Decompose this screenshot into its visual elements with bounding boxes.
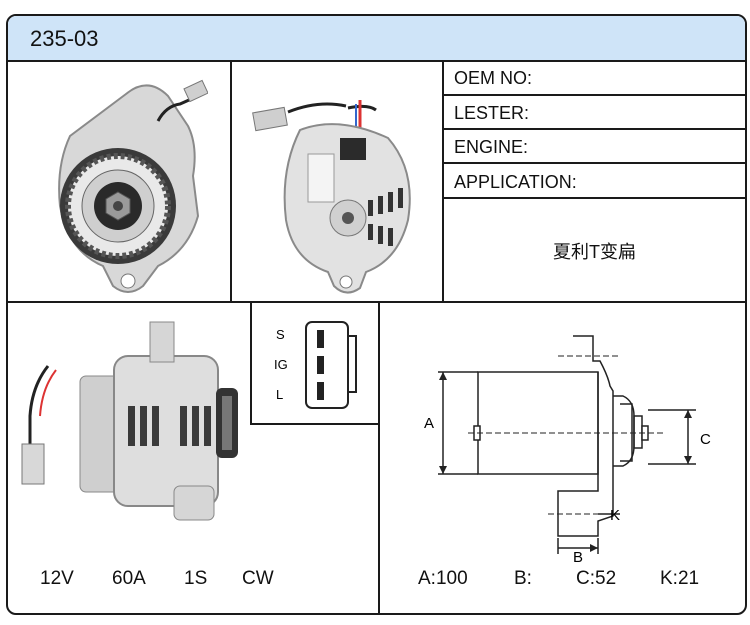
application-note: 夏利T变扁 <box>553 242 636 262</box>
pin-ig-label: IG <box>274 357 288 372</box>
engine-label: ENGINE: <box>454 137 529 157</box>
part-code: 235-03 <box>30 26 99 51</box>
divider-middle <box>8 301 745 303</box>
application-label: APPLICATION: <box>454 172 577 192</box>
alternator-rear-photo <box>252 100 411 294</box>
divider-top-right <box>442 60 444 303</box>
oem-no-label: OEM NO: <box>454 68 533 88</box>
pin-l-label: L <box>276 387 283 402</box>
spec-sheet: 235-03 OEM NO: LESTER: ENGINE: APPLICATI… <box>6 14 747 615</box>
voltage-value: 12V <box>40 568 74 589</box>
header-bar: 235-03 <box>8 16 745 62</box>
dim-c-value: C:52 <box>576 568 617 589</box>
dim-b-label: B <box>573 549 583 566</box>
connector-diagram: S IG L <box>274 321 357 409</box>
amperage-value: 60A <box>112 568 146 589</box>
divider-row-1 <box>442 94 745 96</box>
dim-c-label: C <box>700 431 711 448</box>
dimension-drawing: A C K B <box>424 335 711 566</box>
divider-row-2 <box>442 128 745 130</box>
divider-bottom-right <box>378 303 380 613</box>
groove-value: 1S <box>184 568 208 589</box>
divider-row-4 <box>442 197 745 199</box>
alternator-side-photo <box>21 321 238 521</box>
connector-box-left <box>250 303 252 425</box>
dim-k-value: K:21 <box>660 568 700 589</box>
dim-a-value: A:100 <box>418 568 468 589</box>
dim-b-value: B: <box>514 568 532 589</box>
dim-a-label: A <box>424 415 434 432</box>
lester-label: LESTER: <box>454 103 530 123</box>
divider-row-3 <box>442 162 745 164</box>
rotation-value: CW <box>242 568 274 589</box>
pin-s-label: S <box>276 327 285 342</box>
dim-k-label: K <box>610 507 620 524</box>
connector-box-bottom <box>250 423 380 425</box>
divider-top-left <box>230 60 232 303</box>
alternator-front-photo <box>58 79 208 293</box>
